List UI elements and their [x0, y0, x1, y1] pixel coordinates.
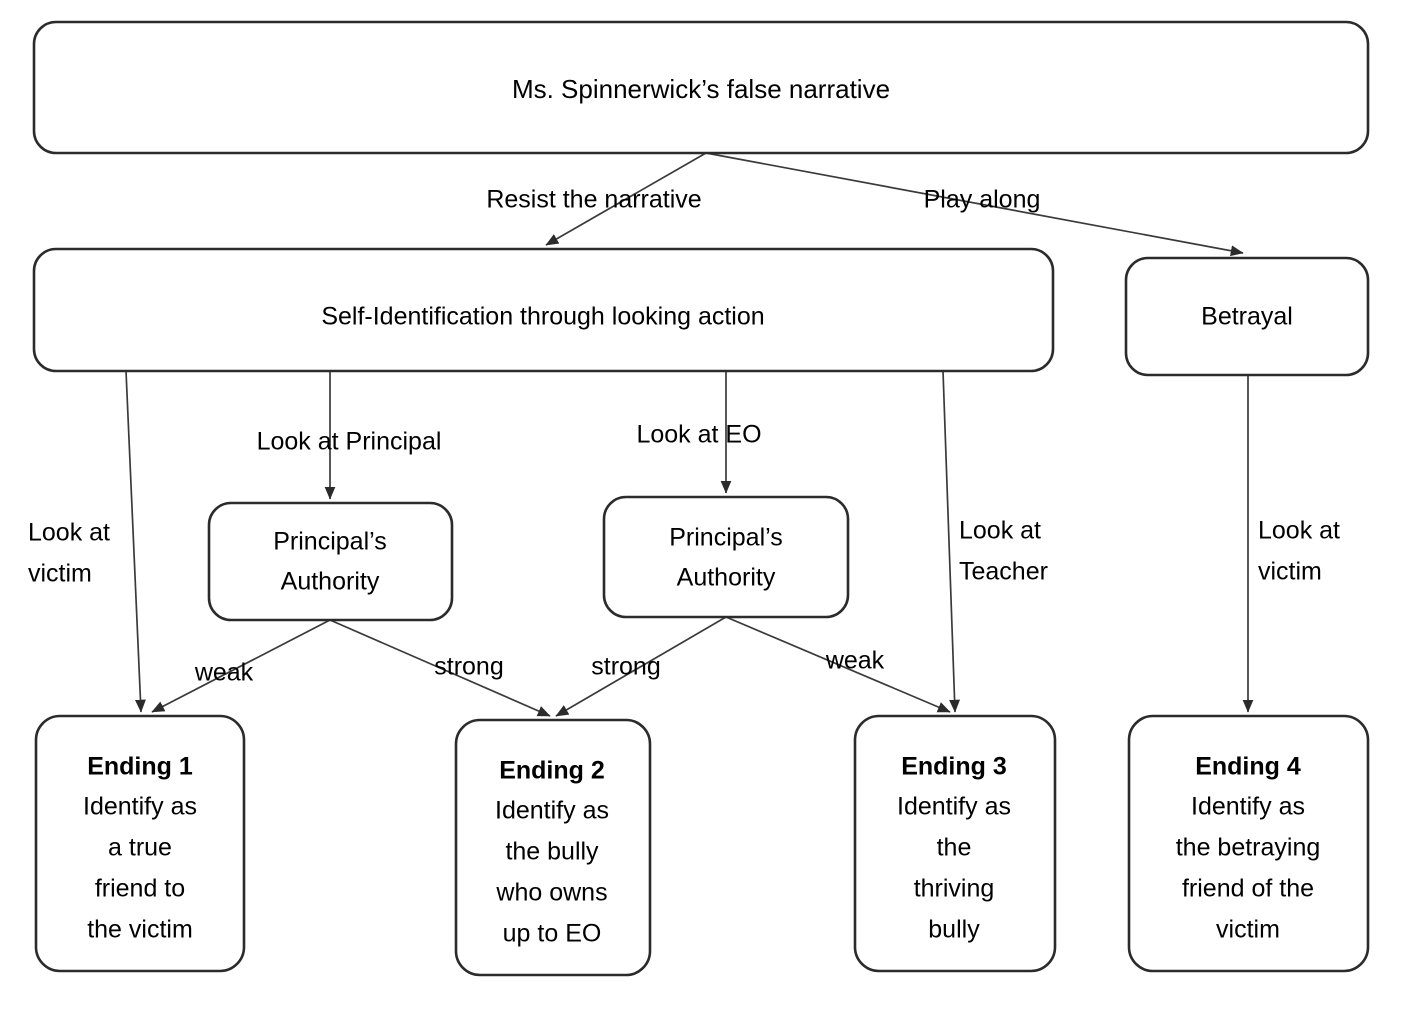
node-betrayal-shape [1124, 256, 1370, 377]
node-ending-3-line-1: the [937, 834, 972, 862]
node-ending-1-shape [34, 714, 246, 973]
edge-label-weak-left: weak [194, 659, 254, 687]
edge-label-look-at-victim-left-line2: victim [28, 560, 92, 588]
node-ending-2-line-1: the bully [505, 838, 599, 866]
edge-label-strong-right: strong [591, 653, 660, 681]
edge-label-look-at-principal: Look at Principal [257, 428, 442, 456]
edge-label-look-at-victim-left-line1: Look at [28, 519, 110, 547]
node-ending-3-line-0: Identify as [897, 793, 1011, 821]
node-ending-2-title: Ending 2 [499, 757, 605, 785]
edge-label-look-at-eo: Look at EO [636, 421, 761, 449]
node-ending-1-line-3: the victim [87, 916, 193, 944]
node-principal-authority-right-shape [602, 495, 850, 619]
node-ending-1-line-1: a true [108, 834, 172, 862]
node-ending-4-line-3: victim [1216, 916, 1280, 944]
node-ending-4[interactable]: Ending 4 Identify as the betraying frien… [1127, 714, 1370, 973]
edge-look-at-teacher [942, 370, 961, 713]
node-ending-4-line-0: Identify as [1191, 793, 1305, 821]
node-ending-4-shape [1127, 714, 1370, 973]
node-principal-authority-right-line2: Authority [677, 564, 776, 592]
node-ending-3-shape [853, 714, 1057, 973]
node-principal-authority-left-shape [207, 501, 454, 622]
node-principal-authority-left[interactable]: Principal’s Authority [207, 501, 454, 622]
node-ending-1[interactable]: Ending 1 Identify as a true friend to th… [34, 714, 246, 973]
node-principal-authority-right-line1: Principal’s [669, 524, 782, 552]
node-principal-authority-left-line2: Authority [281, 568, 380, 596]
edge-play-along [705, 152, 1244, 257]
edge-label-play-along: Play along [924, 186, 1041, 214]
node-ending-1-line-0: Identify as [83, 793, 197, 821]
node-self-identification[interactable]: Self-Identification through looking acti… [32, 247, 1055, 373]
node-root-label: Ms. Spinnerwick’s false narrative [512, 74, 890, 104]
node-ending-4-line-1: the betraying [1176, 834, 1321, 862]
node-principal-authority-right[interactable]: Principal’s Authority [602, 495, 850, 619]
edge-label-strong-left: strong [434, 653, 503, 681]
node-ending-2[interactable]: Ending 2 Identify as the bully who owns … [454, 718, 652, 977]
node-ending-2-line-2: who owns [495, 879, 607, 907]
node-betrayal-label: Betrayal [1201, 303, 1293, 331]
edge-label-look-at-teacher-line2: Teacher [959, 558, 1048, 586]
edge-labels-group: Resist the narrative Play along Look at … [28, 186, 1340, 687]
edge-label-look-at-teacher-line1: Look at [959, 517, 1041, 545]
node-principal-authority-left-line1: Principal’s [273, 528, 386, 556]
edge-strong-right [555, 616, 727, 717]
node-ending-1-line-2: friend to [95, 875, 185, 903]
edge-label-look-at-victim-right-line1: Look at [1258, 517, 1340, 545]
edge-resist-the-narrative [545, 152, 707, 246]
node-self-identification-label: Self-Identification through looking acti… [321, 303, 764, 331]
edges-group [125, 152, 1254, 717]
node-ending-1-title: Ending 1 [87, 753, 193, 781]
node-ending-3-line-2: thriving [914, 875, 995, 903]
node-ending-2-line-3: up to EO [503, 920, 602, 948]
edge-weak-right [725, 616, 951, 713]
node-ending-3-title: Ending 3 [901, 753, 1007, 781]
node-betrayal[interactable]: Betrayal [1124, 256, 1370, 377]
node-root[interactable]: Ms. Spinnerwick’s false narrative [32, 20, 1370, 155]
edge-label-weak-right: weak [825, 647, 885, 675]
node-ending-2-shape [454, 718, 652, 977]
node-ending-3[interactable]: Ending 3 Identify as the thriving bully [853, 714, 1057, 973]
edge-label-resist: Resist the narrative [486, 186, 701, 214]
edge-strong-left [329, 619, 551, 717]
node-ending-4-title: Ending 4 [1195, 753, 1301, 781]
edge-look-at-victim-left [125, 370, 146, 713]
node-ending-4-line-2: friend of the [1182, 875, 1314, 903]
node-ending-2-line-0: Identify as [495, 797, 609, 825]
node-ending-3-line-3: bully [928, 916, 980, 944]
node-self-identification-shape [32, 247, 1055, 373]
edge-weak-left [151, 619, 331, 713]
edge-label-look-at-victim-right-line2: victim [1258, 558, 1322, 586]
node-root-shape [32, 20, 1370, 155]
